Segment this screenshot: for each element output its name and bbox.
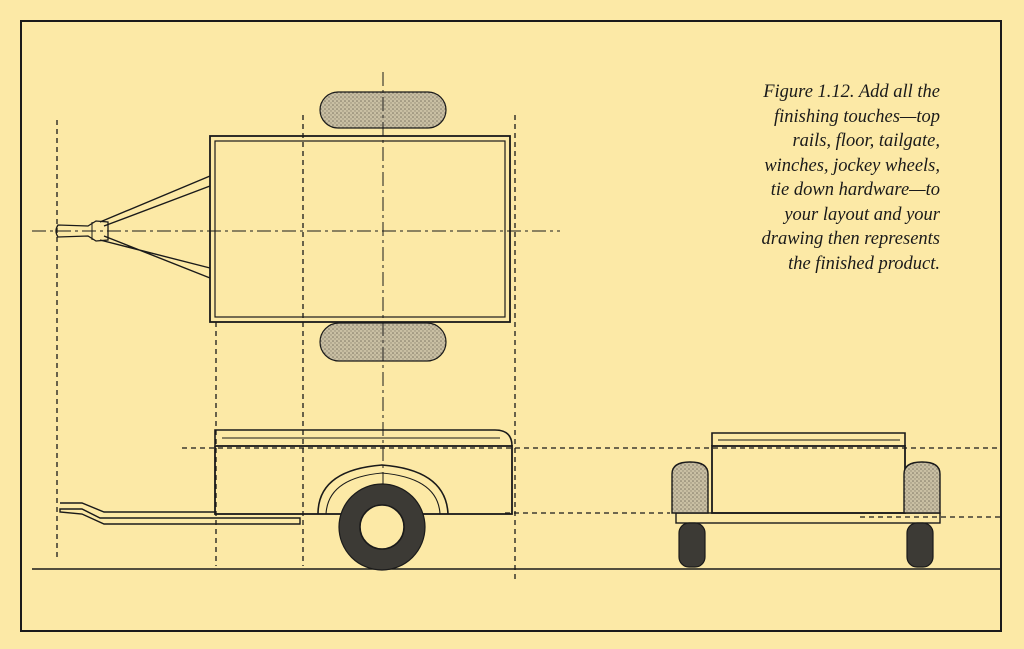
side-view bbox=[59, 429, 513, 571]
side-mudguard-inner bbox=[325, 472, 441, 515]
rear-body bbox=[711, 445, 906, 514]
caption-line-8: the finished product. bbox=[788, 253, 940, 274]
rear-mudguard-left bbox=[671, 461, 709, 514]
plan-body-outer bbox=[209, 135, 511, 323]
caption-line-4: winches, jockey wheels, bbox=[764, 155, 940, 176]
rear-chassis bbox=[675, 512, 941, 524]
rear-tyre-right bbox=[906, 522, 934, 568]
rear-view bbox=[671, 432, 941, 568]
side-drawbar bbox=[59, 502, 301, 525]
rear-mudguard-right bbox=[903, 461, 941, 514]
caption-line-5: tie down hardware—to bbox=[770, 180, 940, 200]
caption-line-2: finishing touches—top bbox=[774, 106, 940, 127]
plan-body-inner bbox=[214, 140, 506, 318]
figure-caption: Figure 1.12. Add all the finishing touch… bbox=[640, 80, 940, 276]
caption-line-3: rails, floor, tailgate, bbox=[792, 131, 940, 151]
side-top-rail bbox=[214, 429, 513, 447]
rear-tyre-left bbox=[678, 522, 706, 568]
plan-view bbox=[32, 72, 560, 568]
plan-drawbar bbox=[99, 175, 211, 279]
caption-line-7: drawing then represents bbox=[761, 229, 940, 249]
figure-border bbox=[20, 20, 1002, 632]
side-mudguard bbox=[317, 464, 449, 515]
projection-lines bbox=[56, 115, 1000, 582]
caption-line-6: your layout and your bbox=[784, 204, 940, 225]
plan-coupling bbox=[55, 220, 109, 242]
caption-line-1: Figure 1.12. Add all the bbox=[763, 82, 940, 102]
rear-top-rail bbox=[711, 432, 906, 446]
side-wheel-rim bbox=[359, 504, 405, 550]
